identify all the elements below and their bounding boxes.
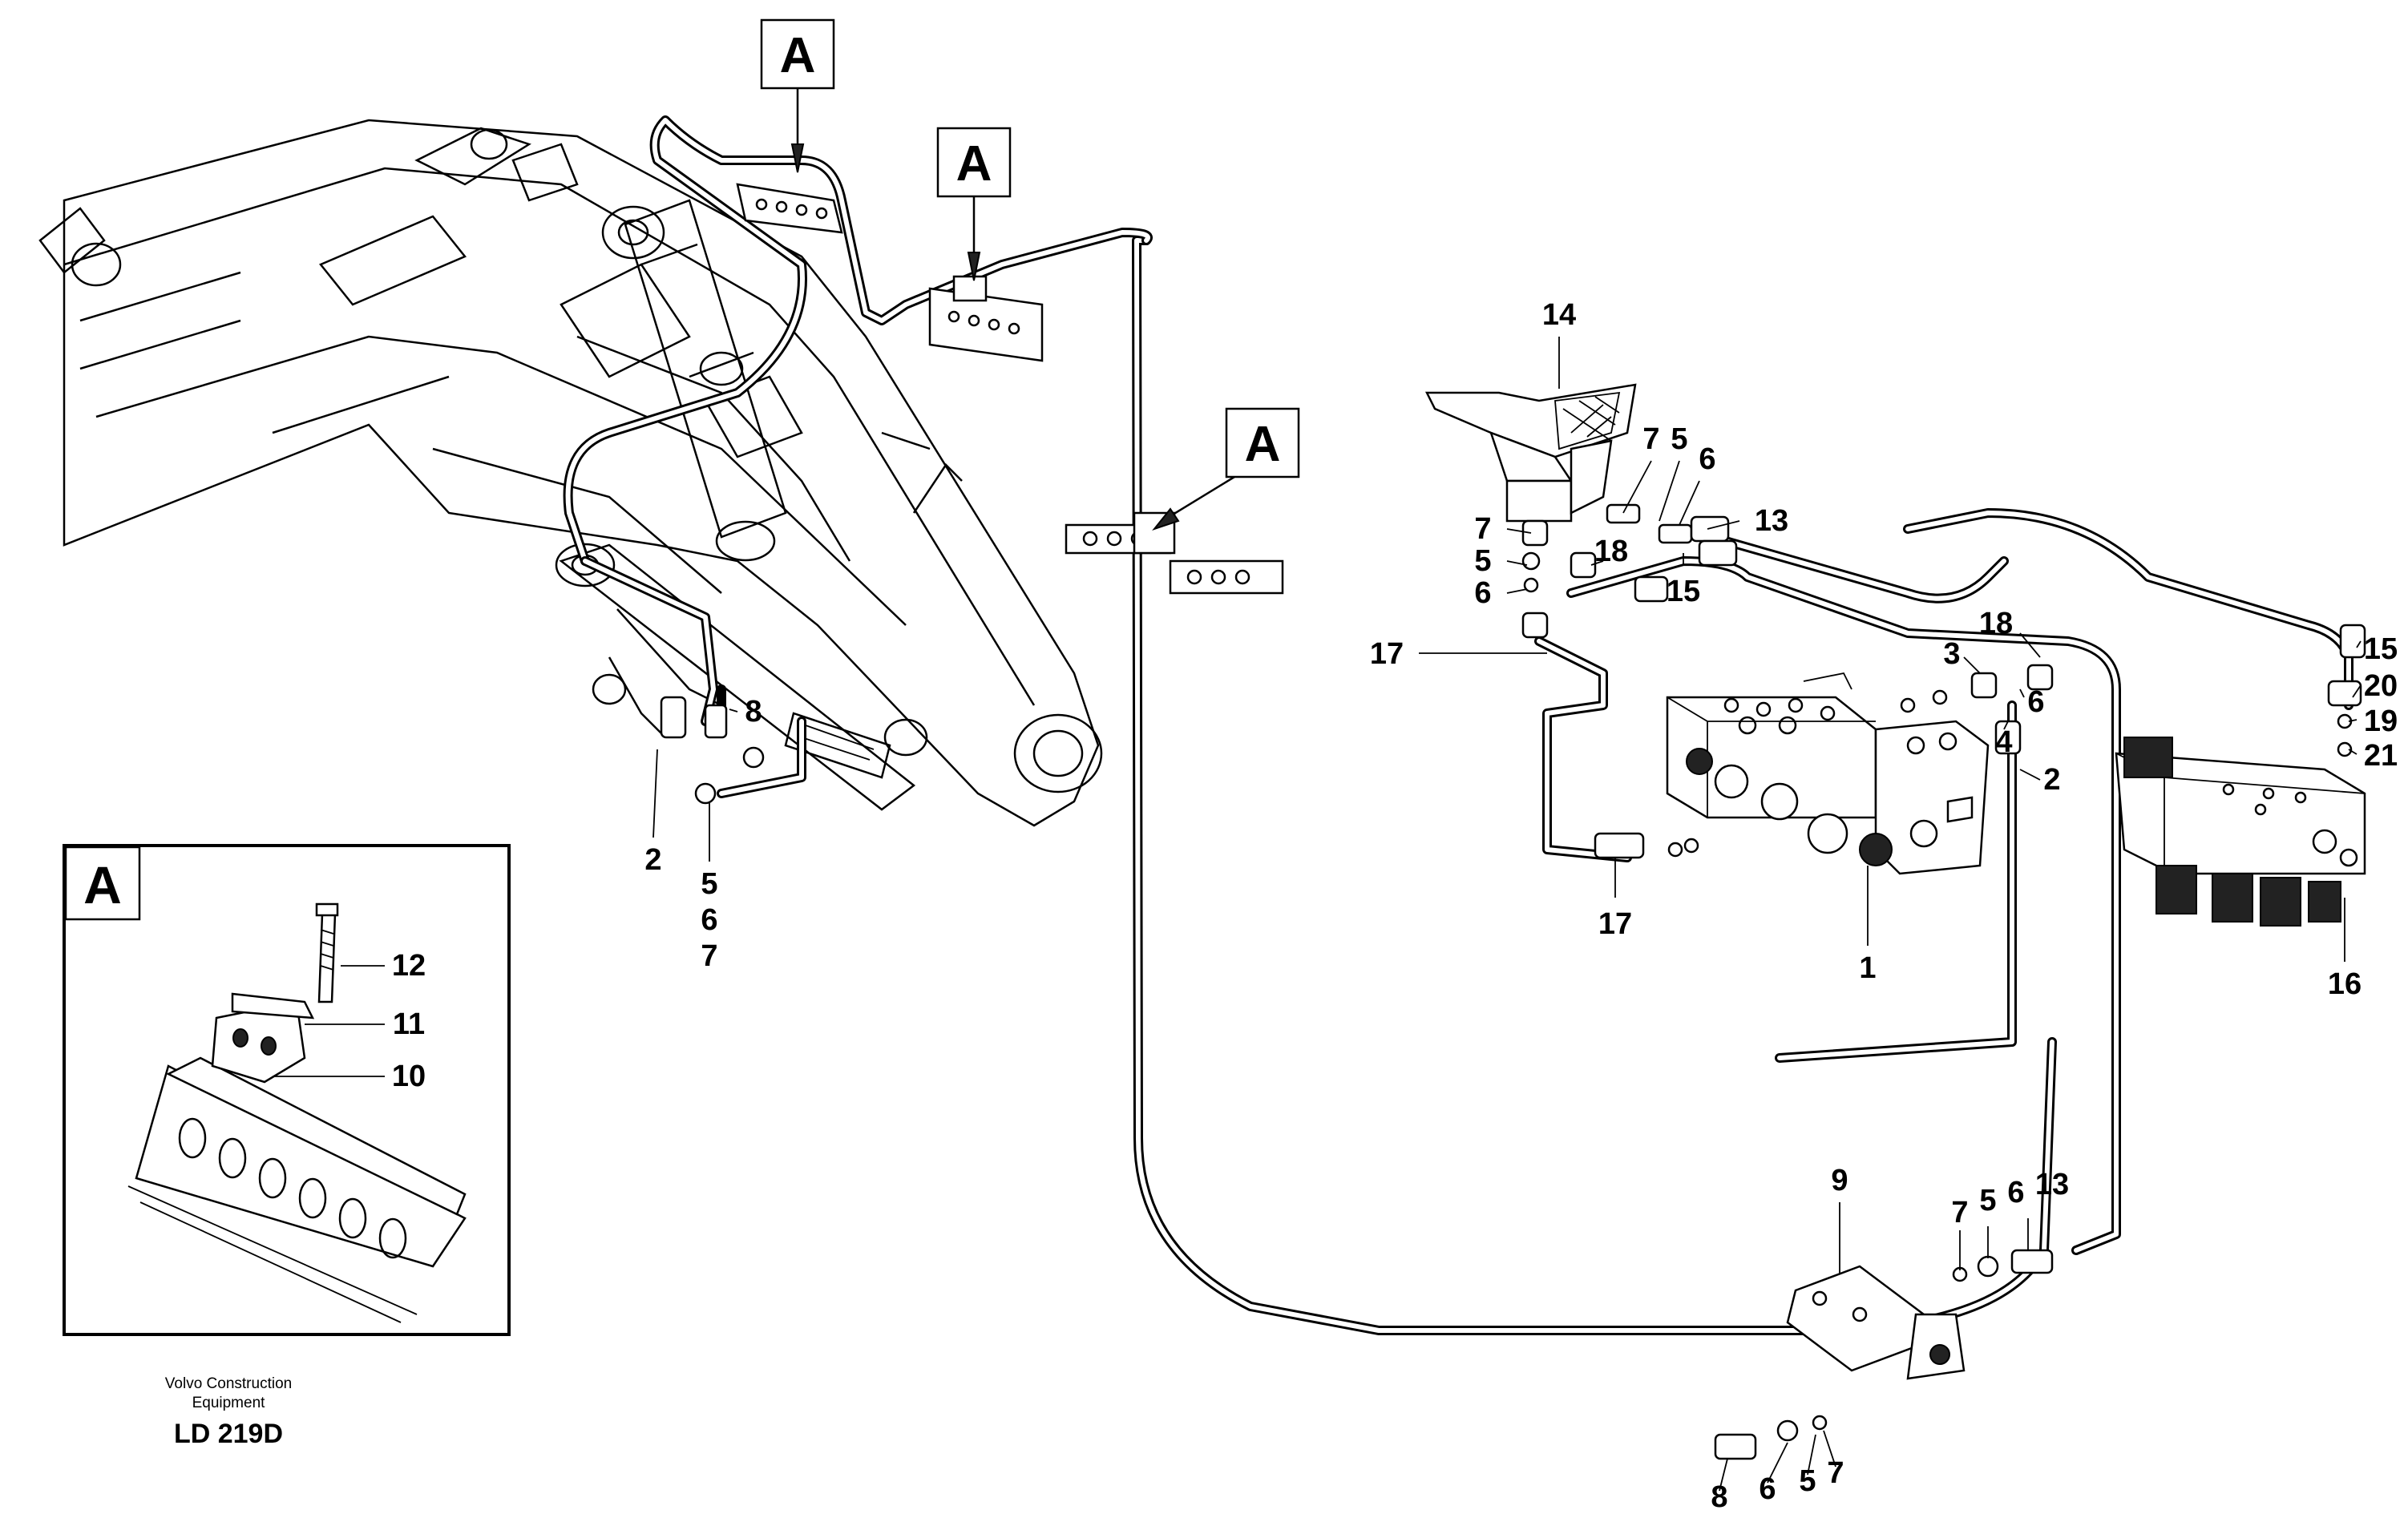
label-19: 19 — [2364, 705, 2398, 738]
label-boom-8: 8 — [745, 695, 762, 729]
label-5c: 5 — [1979, 1184, 1996, 1217]
hose-fittings — [660, 503, 2366, 1460]
label-3: 3 — [1943, 637, 1960, 671]
foot-pedal — [1424, 383, 1637, 523]
label-5d: 5 — [1799, 1464, 1816, 1498]
solenoid-valve-block — [2115, 737, 2366, 927]
label-boom-2: 2 — [644, 843, 661, 877]
hydraulic-pipes — [563, 115, 2353, 1335]
label-inset-12: 12 — [392, 949, 426, 983]
label-13b: 13 — [2035, 1168, 2069, 1201]
label-17b: 17 — [1598, 907, 1632, 941]
label-boom-7: 7 — [701, 939, 717, 973]
label-1: 1 — [1859, 951, 1876, 985]
label-5b: 5 — [1474, 544, 1491, 578]
label-15b: 15 — [2364, 632, 2398, 666]
label-6a: 6 — [1699, 442, 1715, 476]
label-16: 16 — [2328, 967, 2362, 1001]
loader-boom-drawing — [38, 119, 1103, 827]
detail-inset-a: A — [63, 844, 511, 1336]
label-14: 14 — [1542, 298, 1576, 332]
svg-text:A: A — [780, 28, 816, 83]
label-13a: 13 — [1755, 504, 1788, 538]
label-boom-5: 5 — [701, 867, 717, 901]
callout-a-1: A — [760, 18, 835, 173]
svg-text:A: A — [1245, 417, 1281, 472]
label-boom-6: 6 — [701, 903, 717, 937]
svg-text:A: A — [83, 855, 122, 914]
label-inset-10: 10 — [392, 1060, 426, 1093]
footer-company: Volvo Construction — [165, 1375, 292, 1392]
label-6d: 6 — [2007, 1176, 2024, 1209]
label-6c: 6 — [2027, 685, 2044, 719]
callout-a-3: A — [1152, 407, 1300, 531]
pipe-clamp-a1 — [736, 183, 843, 234]
label-6e: 6 — [1759, 1472, 1776, 1506]
pipe-clamp-a2 — [928, 275, 1044, 362]
mounting-bracket — [1786, 1265, 1966, 1380]
label-inset-11: 11 — [393, 1007, 425, 1041]
label-7d: 7 — [1827, 1456, 1844, 1490]
label-8b: 8 — [1711, 1480, 1727, 1514]
leader-lines — [273, 337, 2362, 1492]
part-labels: 2 8 5 6 7 14 7 5 6 13 7 5 6 18 15 17 18 … — [392, 298, 2398, 1514]
label-4: 4 — [1995, 725, 2012, 759]
label-15a: 15 — [1667, 575, 1700, 608]
label-9: 9 — [1831, 1164, 1848, 1197]
label-7a: 7 — [1642, 422, 1659, 456]
label-5a: 5 — [1671, 422, 1687, 456]
drawing-code: LD 219D — [174, 1419, 283, 1449]
label-18a: 18 — [1594, 535, 1628, 568]
label-20: 20 — [2364, 669, 2398, 703]
svg-text:A: A — [956, 136, 992, 192]
label-17a: 17 — [1370, 637, 1404, 671]
callout-a-2: A — [936, 127, 1012, 281]
label-21: 21 — [2364, 739, 2398, 773]
label-6b: 6 — [1474, 576, 1491, 610]
footer-block: Volvo Construction Equipment LD 219D — [165, 1375, 292, 1449]
label-7c: 7 — [1951, 1196, 1968, 1229]
pipe-clamp-a3 — [1065, 511, 1284, 595]
label-18b: 18 — [1979, 607, 2013, 640]
footer-company-2: Equipment — [192, 1395, 266, 1411]
control-valve-block — [1666, 672, 1990, 875]
label-2: 2 — [2043, 763, 2060, 797]
label-7b: 7 — [1474, 512, 1491, 546]
